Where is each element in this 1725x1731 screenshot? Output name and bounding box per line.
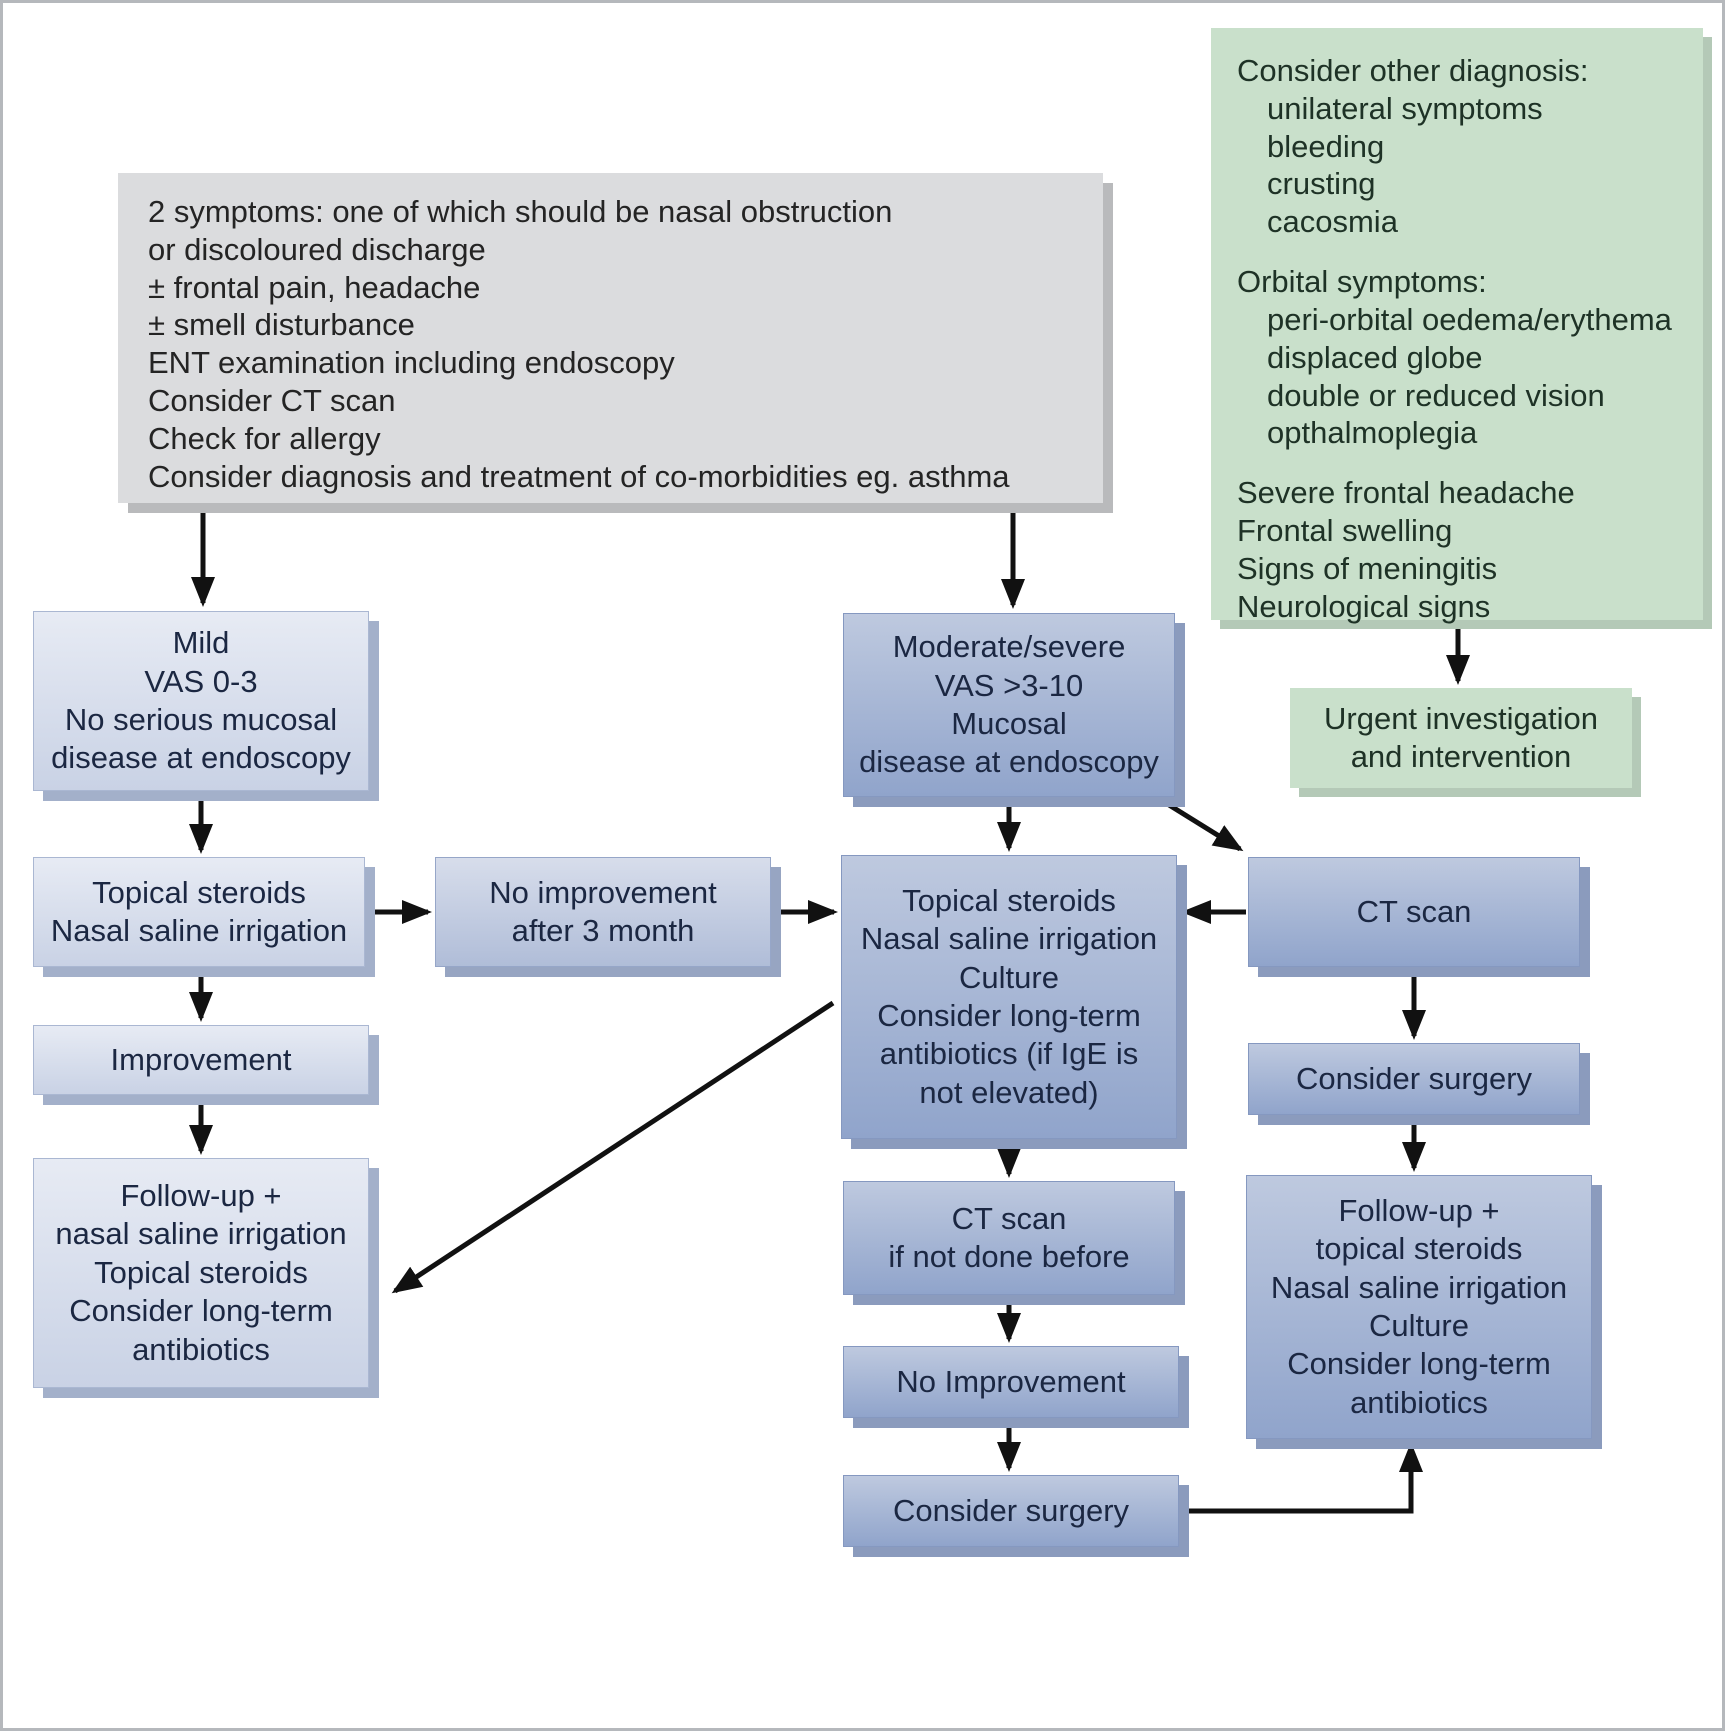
ct-scan-text: CT scan <box>1356 893 1472 929</box>
followup-left-box: Follow-up + nasal saline irrigation Topi… <box>33 1158 369 1388</box>
central-treatment-box: Topical steroids Nasal saline irrigation… <box>841 855 1177 1139</box>
mild-box: Mild VAS 0-3 No serious mucosal disease … <box>33 611 369 791</box>
urgent-investigation-box: Urgent investigation and intervention <box>1290 688 1632 788</box>
improvement-text: Improvement <box>110 1041 292 1077</box>
arrow-surgery-to-followup-right <box>1179 1442 1423 1514</box>
orbital-symptoms-items: peri-orbital oedema/erythema displaced g… <box>1267 301 1672 451</box>
severe-signs-items: Severe frontal headache Frontal swelling… <box>1237 475 1575 624</box>
consider-surgery-right-box: Consider surgery <box>1248 1043 1580 1115</box>
ct-if-not-done-text: CT scan if not done before <box>888 1200 1130 1274</box>
ct-if-not-done-box: CT scan if not done before <box>843 1181 1175 1295</box>
improvement-box: Improvement <box>33 1025 369 1095</box>
no-improvement-3month-box: No improvement after 3 month <box>435 857 771 967</box>
consider-surgery-bottom-box: Consider surgery <box>843 1475 1179 1547</box>
followup-right-box: Follow-up + topical steroids Nasal salin… <box>1246 1175 1592 1439</box>
followup-right-text: Follow-up + topical steroids Nasal salin… <box>1270 1192 1568 1420</box>
moderate-severe-box: Moderate/severe VAS >3-10 Mucosal diseas… <box>843 613 1175 797</box>
urgent-investigation-text: Urgent investigation and intervention <box>1324 700 1598 774</box>
mild-text: Mild VAS 0-3 No serious mucosal disease … <box>51 625 351 776</box>
consider-surgery-bottom-text: Consider surgery <box>892 1492 1130 1528</box>
arrow-central-to-followup-left <box>391 1000 835 1294</box>
no-improvement-3month-text: No improvement after 3 month <box>489 874 717 948</box>
moderate-severe-text: Moderate/severe VAS >3-10 Mucosal diseas… <box>859 629 1159 780</box>
other-diagnosis-items: unilateral symptoms bleeding crusting ca… <box>1267 90 1543 240</box>
topical-steroids-mild-box: Topical steroids Nasal saline irrigation <box>33 857 365 967</box>
no-improvement-box: No Improvement <box>843 1346 1179 1418</box>
topical-steroids-mild-text: Topical steroids Nasal saline irrigation <box>50 874 348 948</box>
consider-surgery-right-text: Consider surgery <box>1295 1060 1533 1096</box>
arrow-moderate-to-ctscan <box>1151 792 1244 852</box>
followup-left-text: Follow-up + nasal saline irrigation Topi… <box>55 1177 347 1367</box>
initial-assessment-box: 2 symptoms: one of which should be nasal… <box>118 173 1103 503</box>
orbital-symptoms-header: Orbital symptoms: <box>1237 264 1487 300</box>
no-improvement-text: No Improvement <box>896 1363 1126 1399</box>
central-treatment-text: Topical steroids Nasal saline irrigation… <box>860 882 1158 1110</box>
other-diagnosis-box: Consider other diagnosis: unilateral sym… <box>1211 28 1703 624</box>
flow-arrows <box>189 503 1470 1514</box>
initial-assessment-text: 2 symptoms: one of which should be nasal… <box>148 194 1010 494</box>
ct-scan-box: CT scan <box>1248 857 1580 967</box>
other-diagnosis-header: Consider other diagnosis: <box>1237 53 1589 88</box>
